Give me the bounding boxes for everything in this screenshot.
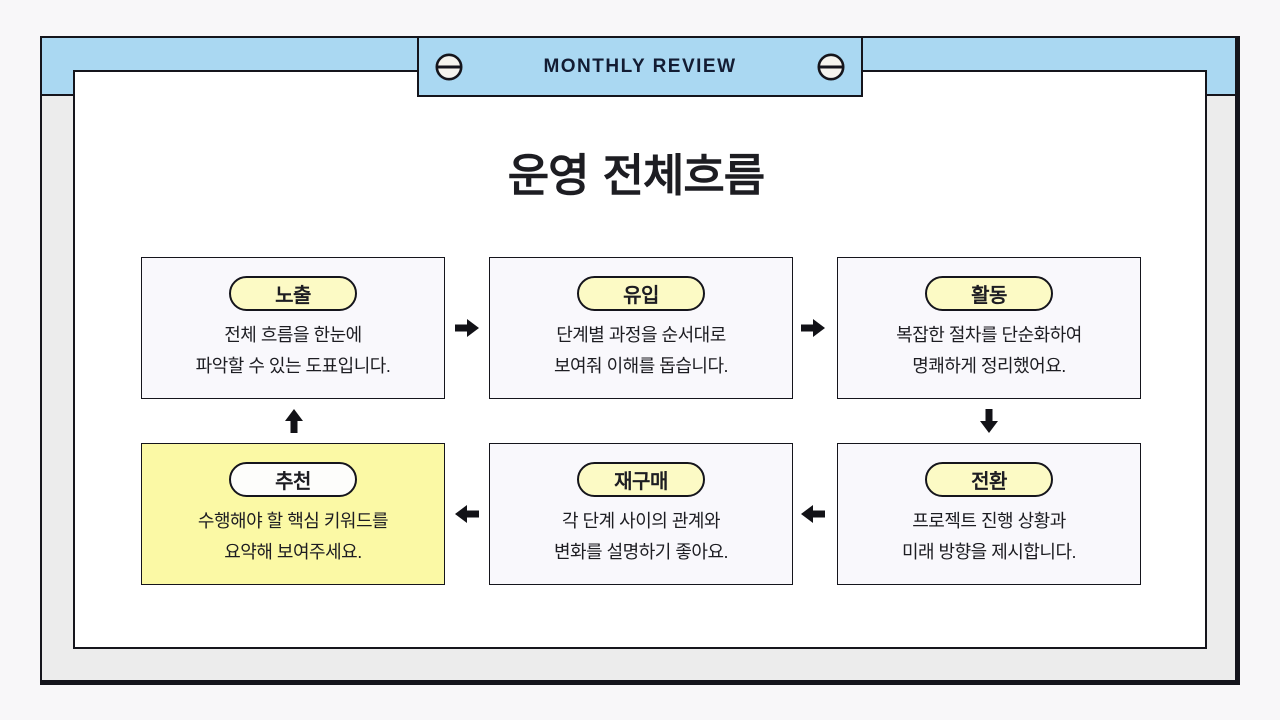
flow-box-repurchase-pill: 재구매 xyxy=(577,462,705,497)
flow-box-recommendation: 추천 수행해야 할 핵심 키워드를 요약해 보여주세요. xyxy=(141,443,445,585)
flow-box-conversion-pill: 전환 xyxy=(925,462,1053,497)
flow-box-activity-line2: 명쾌하게 정리했어요. xyxy=(912,356,1066,376)
arrow-right-icon xyxy=(455,319,479,337)
flow-box-recommendation-label: 추천 xyxy=(275,471,311,493)
flow-box-exposure-line2: 파악할 수 있는 도표입니다. xyxy=(195,356,391,376)
flow-box-conversion-line1: 프로젝트 진행 상황과 xyxy=(912,511,1066,531)
flow-box-inflow-pill: 유입 xyxy=(577,276,705,311)
flow-box-repurchase-line1: 각 단계 사이의 관계와 xyxy=(561,511,721,531)
flow-box-activity-label: 활동 xyxy=(971,285,1007,307)
flow-box-repurchase-line2: 변화를 설명하기 좋아요. xyxy=(553,542,729,562)
flow-box-repurchase: 재구매 각 단계 사이의 관계와 변화를 설명하기 좋아요. xyxy=(489,443,793,585)
arrow-up-icon xyxy=(285,409,303,433)
header-tab-label: MONTHLY REVIEW xyxy=(543,55,737,77)
page-title-prefix: 운영 xyxy=(507,150,590,201)
flow-box-recommendation-line1: 수행해야 할 핵심 키워드를 xyxy=(197,511,389,531)
flow-box-inflow-label: 유입 xyxy=(623,285,659,307)
flow-box-exposure-line1: 전체 흐름을 한눈에 xyxy=(224,325,362,345)
flow-box-inflow: 유입 단계별 과정을 순서대로 보여줘 이해를 돕습니다. xyxy=(489,257,793,399)
page-title-highlight: 전체흐름 xyxy=(595,146,773,206)
flow-box-repurchase-label: 재구매 xyxy=(614,471,668,493)
screw-icon xyxy=(435,53,463,80)
arrow-down-icon xyxy=(980,409,998,433)
flow-box-exposure-pill: 노출 xyxy=(229,276,357,311)
flow-box-recommendation-line2: 요약해 보여주세요. xyxy=(224,542,362,562)
flow-box-activity-line1: 복잡한 절차를 단순화하여 xyxy=(896,325,1082,345)
flow-box-activity: 활동 복잡한 절차를 단순화하여 명쾌하게 정리했어요. xyxy=(837,257,1141,399)
flow-box-activity-pill: 활동 xyxy=(925,276,1053,311)
screw-icon xyxy=(817,53,845,80)
flow-box-conversion-label: 전환 xyxy=(971,471,1007,493)
header-tab: MONTHLY REVIEW xyxy=(417,36,863,97)
flow-box-inflow-line1: 단계별 과정을 순서대로 xyxy=(556,325,726,345)
flow-box-exposure: 노출 전체 흐름을 한눈에 파악할 수 있는 도표입니다. xyxy=(141,257,445,399)
flow-box-exposure-label: 노출 xyxy=(275,285,311,307)
arrow-right-icon xyxy=(801,319,825,337)
arrow-left-icon xyxy=(455,505,479,523)
flow-box-inflow-line2: 보여줘 이해를 돕습니다. xyxy=(553,356,729,376)
flow-box-conversion: 전환 프로젝트 진행 상황과 미래 방향을 제시합니다. xyxy=(837,443,1141,585)
arrow-left-icon xyxy=(801,505,825,523)
flow-box-conversion-line2: 미래 방향을 제시합니다. xyxy=(901,542,1077,562)
flow-box-recommendation-pill: 추천 xyxy=(229,462,357,497)
